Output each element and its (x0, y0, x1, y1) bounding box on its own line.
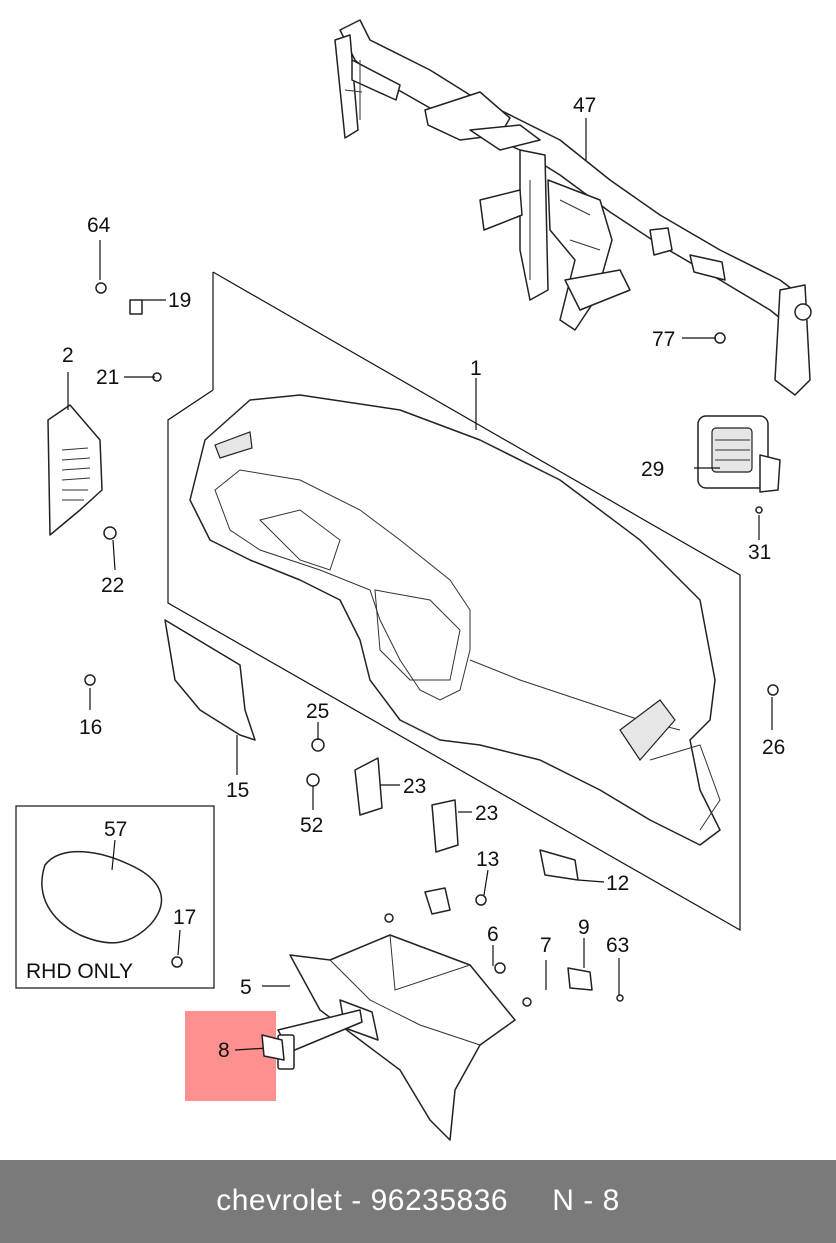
label-21: 21 (96, 366, 119, 389)
panel-outline (167, 271, 741, 932)
cross-car-beam (334, 19, 812, 396)
rhd-cover (41, 850, 163, 944)
glove-box (277, 934, 516, 1141)
instrument-panel (189, 394, 721, 846)
label-12: 12 (606, 872, 629, 895)
label-2: 2 (62, 344, 74, 367)
label-13: 13 (476, 848, 499, 871)
label-19: 19 (168, 289, 191, 312)
label-52: 52 (300, 814, 323, 837)
label-31: 31 (748, 541, 771, 564)
label-1: 1 (470, 357, 482, 380)
rhd-only-label: RHD ONLY (26, 960, 133, 983)
center-vent (697, 415, 781, 493)
latch-9 (567, 967, 593, 991)
label-15: 15 (226, 779, 249, 802)
side-vent (47, 404, 103, 536)
bracket-23-lower (431, 799, 459, 853)
label-63: 63 (606, 934, 629, 957)
label-23-lower: 23 (475, 802, 498, 825)
part-8-highlight (185, 1011, 276, 1101)
label-7: 7 (540, 934, 552, 957)
label-26: 26 (762, 736, 785, 759)
label-16: 16 (79, 716, 102, 739)
footer-caption: chevrolet - 96235836 N - 8 (216, 1184, 620, 1217)
parts-diagram: 47 1 64 19 2 21 22 29 31 77 16 15 25 23 … (15, 19, 812, 1141)
label-47: 47 (573, 94, 596, 117)
label-23-upper: 23 (403, 775, 426, 798)
screw-fasteners (84, 282, 779, 1007)
label-64: 64 (87, 214, 111, 237)
label-9: 9 (578, 916, 590, 939)
latch-12 (539, 849, 579, 881)
footer-bar: chevrolet - 96235836 N - 8 (0, 1160, 836, 1243)
bracket-23-upper (354, 757, 383, 816)
label-17: 17 (173, 906, 196, 929)
label-57: 57 (104, 818, 127, 841)
label-22: 22 (101, 574, 124, 597)
label-29: 29 (641, 458, 664, 481)
label-25: 25 (306, 700, 329, 723)
label-77: 77 (652, 328, 675, 351)
label-5: 5 (240, 976, 252, 999)
side-cover (164, 619, 256, 741)
rhd-inset-box (15, 805, 215, 989)
part-labels: 47 1 64 19 2 21 22 29 31 77 16 15 25 23 … (26, 94, 785, 999)
label-6: 6 (487, 923, 499, 946)
clip-13 (424, 887, 451, 915)
